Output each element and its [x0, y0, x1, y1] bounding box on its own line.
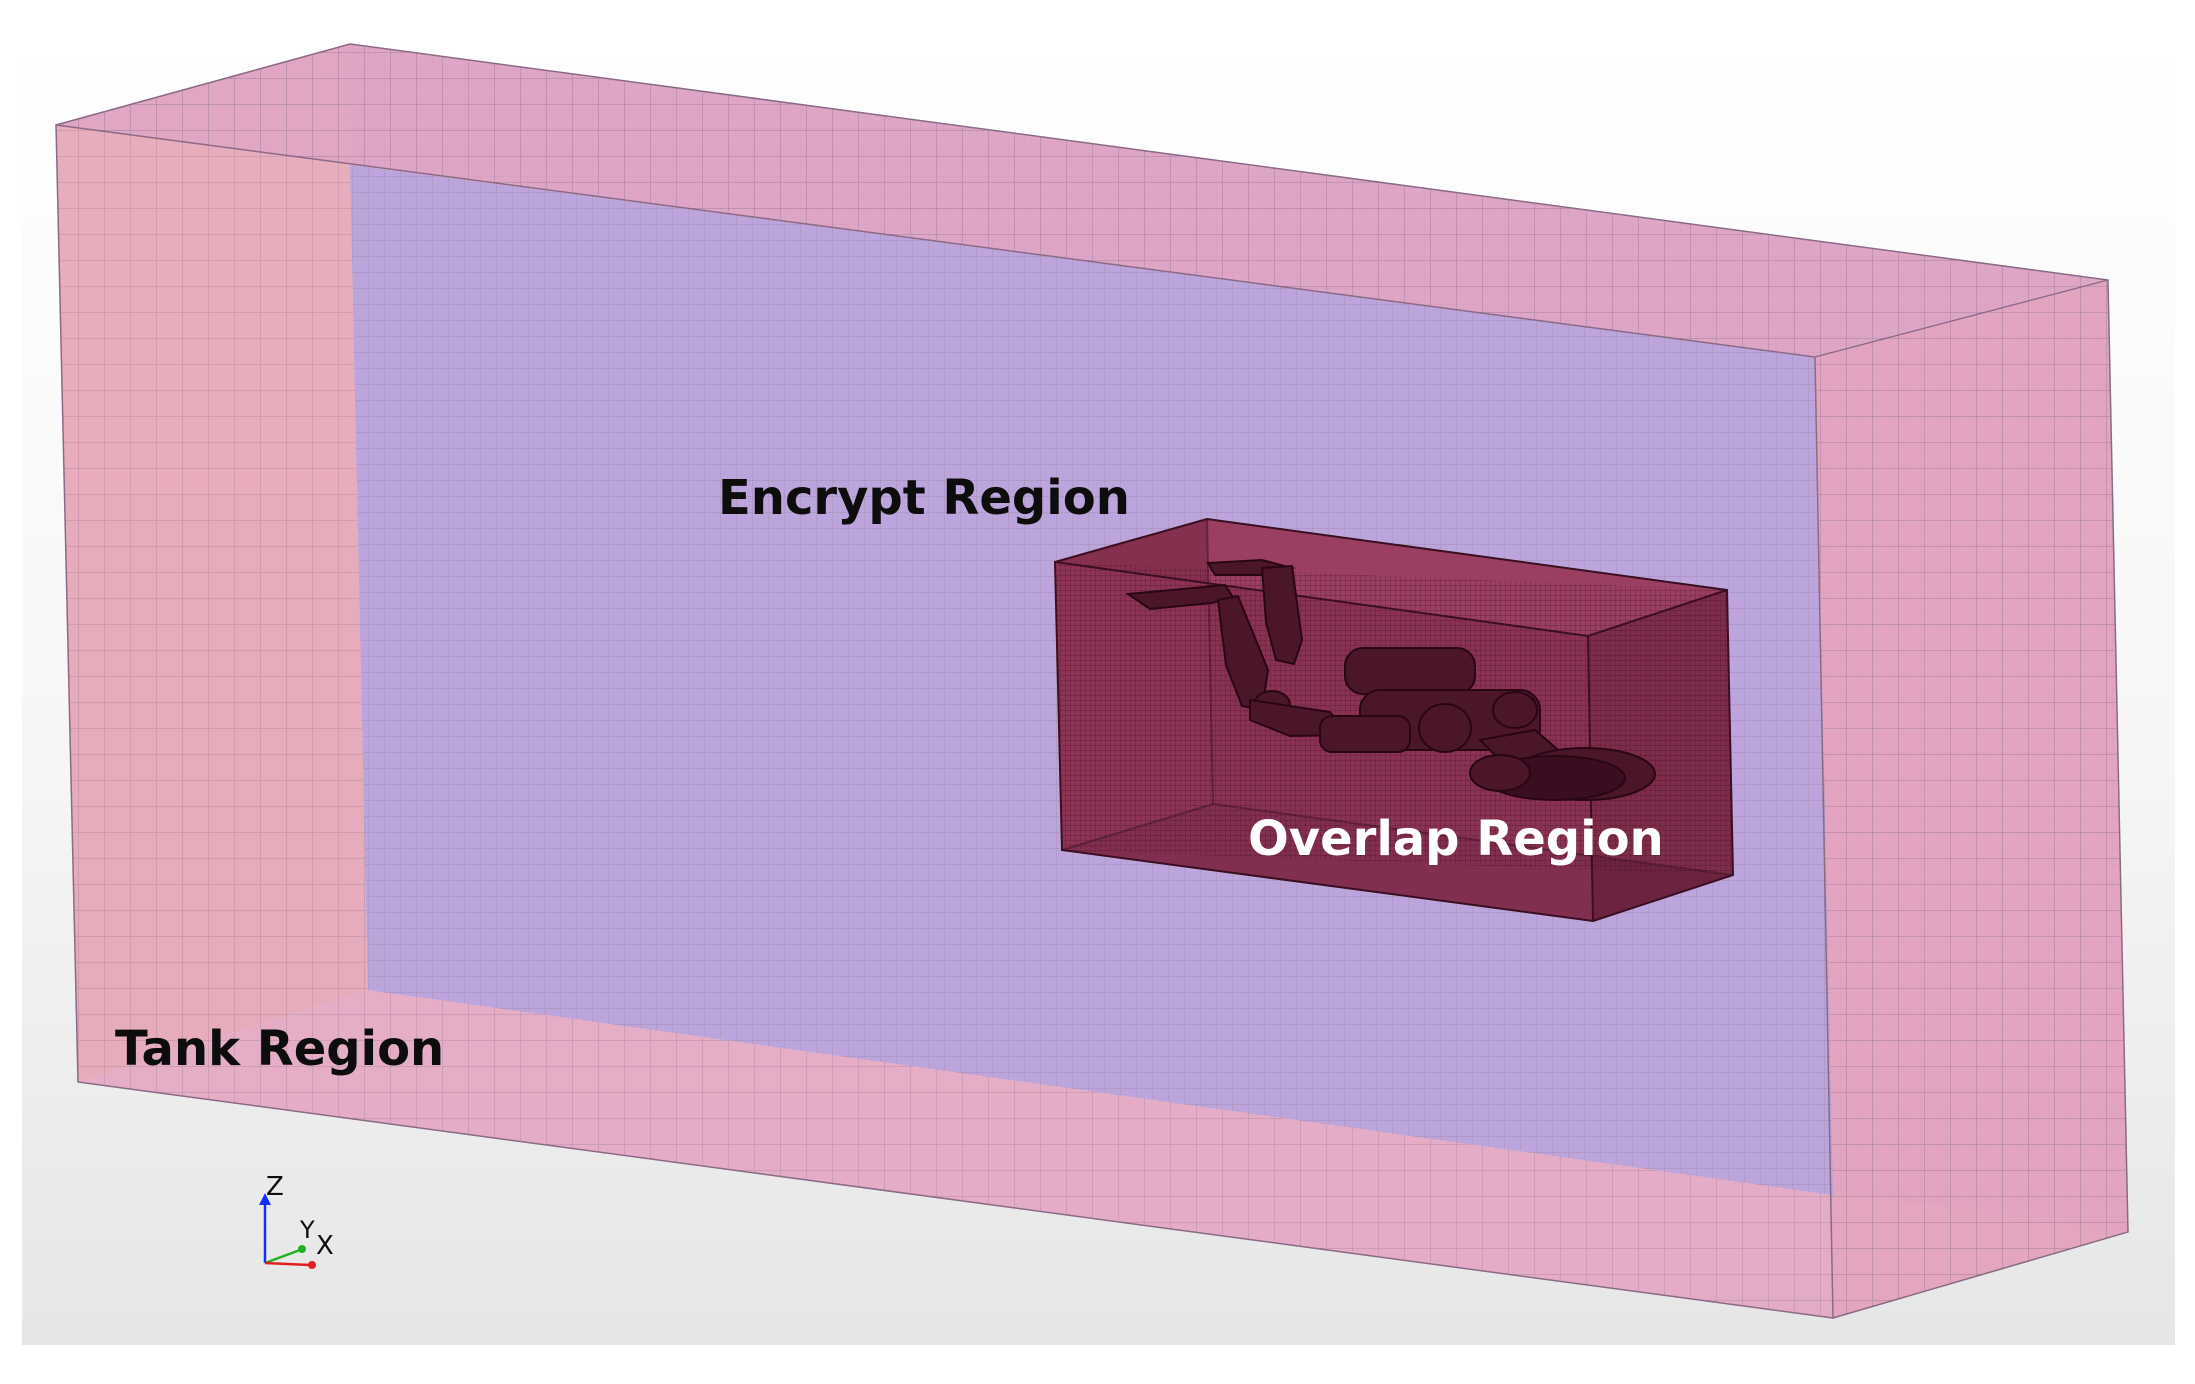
vehicle-body: [1344, 647, 1476, 695]
tank-left-face-mesh: [56, 44, 368, 1082]
axis-triad[interactable]: Z Y X: [259, 1172, 334, 1269]
axis-z-label: Z: [266, 1172, 284, 1202]
label-encrypt-region: Encrypt Region: [718, 470, 1130, 526]
vehicle-frame: [1319, 715, 1411, 753]
tank-top-face-mesh: [56, 44, 2108, 357]
tank-front-outline: [55, 43, 2129, 1319]
axis-y-arrow: [298, 1245, 306, 1253]
tank-bottom-face-mesh: [78, 990, 2128, 1318]
vehicle-model[interactable]: [1125, 558, 1656, 801]
axis-z-arrow: [259, 1193, 271, 1205]
disc-tool-hub: [1469, 754, 1531, 792]
tank-right-face-mesh: [1815, 280, 2128, 1318]
label-overlap-region: Overlap Region: [1248, 811, 1664, 867]
axis-x-line: [264, 1261, 311, 1267]
label-tank-region: Tank Region: [115, 1021, 444, 1077]
axis-x-arrow: [308, 1261, 316, 1269]
thruster: [1418, 703, 1472, 753]
axis-y-line: [264, 1248, 301, 1265]
arm-link-wrist: [1260, 564, 1304, 666]
overlap-region[interactable]: [1053, 517, 1735, 923]
thruster: [1492, 691, 1538, 729]
axis-x-label: X: [316, 1231, 334, 1261]
axis-y-label: Y: [299, 1216, 315, 1244]
